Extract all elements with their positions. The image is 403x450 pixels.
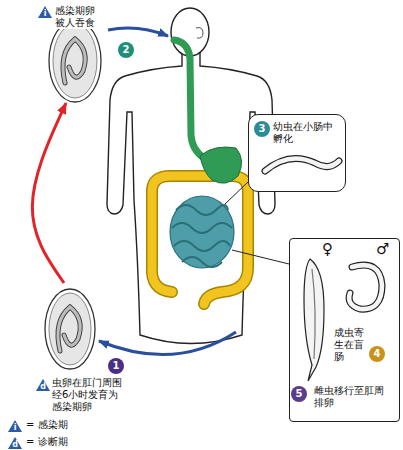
egg-laying-arrow <box>99 332 236 355</box>
colon-edge <box>152 176 248 304</box>
worm <box>349 265 382 309</box>
stage-text: 幼虫在小肠中孵化 <box>273 121 337 145</box>
worm <box>304 259 324 381</box>
stage-icon: d <box>36 379 50 391</box>
larva <box>63 39 85 83</box>
larva-outline <box>58 307 80 351</box>
stage-text: 感染期卵被人吞食 <box>52 5 98 29</box>
small-intestine <box>170 196 234 268</box>
life-cycle-arrow <box>32 103 66 283</box>
callout-number: 3 <box>254 121 270 137</box>
larva-outline <box>63 39 85 83</box>
legend-icon: i <box>8 420 22 432</box>
larva <box>58 307 80 351</box>
legend-text: = 感染期 <box>26 419 68 431</box>
egg-shell <box>45 289 95 369</box>
egg-inner <box>53 24 97 98</box>
stage-text: 雌虫移行至肛周排卵 <box>314 385 386 409</box>
stomach <box>200 147 242 183</box>
stage-icon: i <box>38 6 52 18</box>
legend-icon: d <box>8 437 22 449</box>
worm-outline <box>349 265 382 309</box>
colon <box>152 176 248 304</box>
ingestion-arrow <box>108 28 168 36</box>
stage-text: 虫卵在肛门周围经6小时发育为感染期卵 <box>52 377 124 413</box>
sex-symbol: ♂ <box>376 241 389 257</box>
egg-stage: 虫卵在肛门周围经6小时发育为感染期卵 <box>38 283 133 419</box>
callout-number: 1 <box>108 358 124 374</box>
worm <box>312 269 315 359</box>
callout-number: 5 <box>291 386 307 402</box>
legend-text: = 诊断期 <box>26 436 68 448</box>
ear <box>196 28 203 39</box>
egg-inner <box>49 293 91 365</box>
sex-symbol: ♀ <box>322 241 333 257</box>
esophagus <box>174 40 204 158</box>
egg-stage: 感染期卵被人吞食 <box>44 3 106 103</box>
worm-outline <box>265 159 339 172</box>
callout-number: 4 <box>369 346 385 362</box>
stage-text: 成虫寄生在盲肠 <box>334 327 366 363</box>
small-intestine-loops <box>172 205 232 267</box>
leader-line <box>225 182 248 204</box>
egg-shell <box>49 20 101 102</box>
callout-number: 2 <box>118 42 134 58</box>
worm <box>265 159 339 172</box>
leader-line <box>232 250 289 264</box>
